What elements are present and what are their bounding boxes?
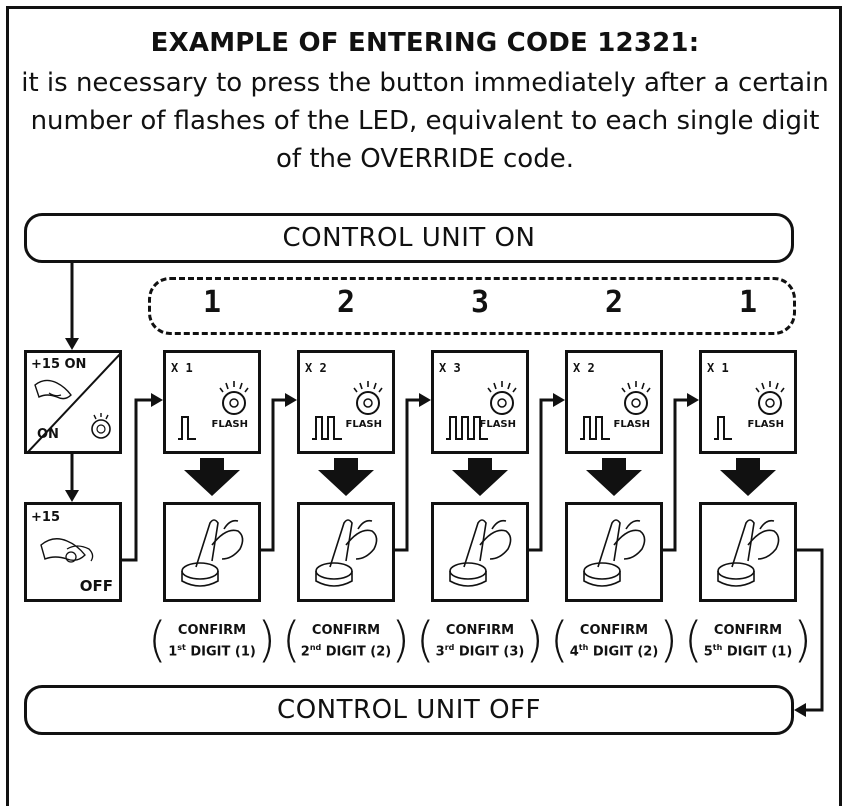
code-digit-3: 3 [470, 285, 490, 320]
ignition-label: +15 [31, 510, 60, 525]
key-off-hand-icon [40, 538, 94, 563]
diagonal-divider-icon [27, 353, 119, 451]
code-digit-5: 1 [738, 285, 758, 320]
description: it is necessary to press the button imme… [21, 68, 829, 174]
confirm-word: CONFIRM [311, 623, 381, 638]
ordinal-rest: DIGIT (1) [722, 644, 793, 660]
ignition-off-label: OFF [79, 577, 113, 595]
ordinal-rest: DIGIT (3) [454, 644, 525, 660]
flash-label: FLASH [211, 419, 248, 430]
right-parenthesis: ) [793, 612, 812, 668]
heading: EXAMPLE OF ENTERING CODE 12321: [150, 28, 700, 58]
ordinal-suffix: th [578, 643, 589, 652]
finger-press-button-icon [449, 519, 512, 587]
digit-ordinal-label: 2nd DIGIT (2) [282, 643, 410, 659]
left-parenthesis: ( [416, 612, 435, 668]
led-pulse-icon [446, 381, 517, 440]
left-parenthesis: ( [684, 612, 703, 668]
confirm-word: CONFIRM [177, 623, 247, 638]
press-button-box-5 [699, 502, 797, 602]
flash-count-label: X 1 [707, 361, 729, 375]
ordinal-suffix: rd [444, 643, 455, 652]
right-parenthesis: ) [659, 612, 678, 668]
press-button-box-3 [431, 502, 529, 602]
led-pulse-icon [178, 381, 249, 440]
flash-label: FLASH [345, 419, 382, 430]
control-unit-off-label: CONTROL UNIT OFF [277, 695, 541, 725]
ordinal-rest: DIGIT (2) [588, 644, 659, 660]
control-unit-on-label: CONTROL UNIT ON [282, 223, 536, 253]
press-button-box-4 [565, 502, 663, 602]
down-arrow-icon [720, 458, 776, 496]
start-ignition-on-box: +15 ON ON [24, 350, 122, 454]
flash-step-box-2: X 2 FLASH [297, 350, 395, 454]
led-pulse-icon [580, 381, 651, 440]
digit-ordinal-label: 5th DIGIT (1) [684, 643, 812, 659]
left-parenthesis: ( [148, 612, 167, 668]
ordinal-number: 1 [168, 644, 178, 660]
flash-label: FLASH [479, 419, 516, 430]
confirm-word: CONFIRM [445, 623, 515, 638]
confirm-word: CONFIRM [713, 623, 783, 638]
left-parenthesis: ( [550, 612, 569, 668]
flash-label: FLASH [613, 419, 650, 430]
finger-press-button-icon [583, 519, 646, 587]
ordinal-number: 2 [300, 644, 310, 660]
code-digit-2: 2 [336, 285, 356, 320]
finger-press-button-icon [315, 519, 378, 587]
control-unit-off-box: CONTROL UNIT OFF [24, 685, 794, 735]
confirm-word: CONFIRM [579, 623, 649, 638]
ordinal-number: 4 [569, 644, 579, 660]
control-unit-on-box: CONTROL UNIT ON [24, 213, 794, 263]
ordinal-number: 3 [435, 644, 445, 660]
down-arrow-icon [586, 458, 642, 496]
confirm-digit-label-1: ( CONFIRM 1st DIGIT (1)) [148, 612, 276, 668]
ordinal-number: 5 [703, 644, 713, 660]
right-parenthesis: ) [391, 612, 410, 668]
right-parenthesis: ) [525, 612, 544, 668]
flash-step-box-5: X 1 FLASH [699, 350, 797, 454]
flash-count-label: X 2 [573, 361, 595, 375]
code-digit-1: 1 [202, 285, 222, 320]
press-button-box-2 [297, 502, 395, 602]
flash-label: FLASH [747, 419, 784, 430]
digit-ordinal-label: 1st DIGIT (1) [148, 643, 276, 659]
code-digit-4: 2 [604, 285, 624, 320]
led-on-label: ON [37, 427, 59, 442]
led-pulse-icon [312, 381, 383, 440]
flash-step-box-3: X 3 FLASH [431, 350, 529, 454]
digit-ordinal-label: 3rd DIGIT (3) [416, 643, 544, 659]
ordinal-rest: DIGIT (1) [185, 644, 256, 660]
ordinal-suffix: th [712, 643, 723, 652]
finger-press-button-icon [181, 519, 244, 587]
press-button-box-1 [163, 502, 261, 602]
flash-count-label: X 3 [439, 361, 461, 375]
start-ignition-off-box: +15 OFF [24, 502, 122, 602]
left-parenthesis: ( [282, 612, 301, 668]
ordinal-suffix: st [177, 643, 186, 652]
flash-step-box-4: X 2 FLASH [565, 350, 663, 454]
flash-step-box-1: X 1 FLASH [163, 350, 261, 454]
ordinal-rest: DIGIT (2) [321, 644, 392, 660]
led-pulse-icon [714, 381, 785, 440]
outer-frame [6, 6, 842, 806]
ignition-on-label: +15 ON [31, 357, 87, 372]
down-arrow-icon [184, 458, 240, 496]
ordinal-suffix: nd [309, 643, 322, 652]
flash-count-label: X 1 [171, 361, 193, 375]
flash-count-label: X 2 [305, 361, 327, 375]
code-digits-group [148, 277, 796, 335]
right-parenthesis: ) [257, 612, 276, 668]
digit-ordinal-label: 4th DIGIT (2) [550, 643, 678, 659]
finger-press-button-icon [717, 519, 780, 587]
down-arrow-icon [452, 458, 508, 496]
down-arrow-icon [318, 458, 374, 496]
